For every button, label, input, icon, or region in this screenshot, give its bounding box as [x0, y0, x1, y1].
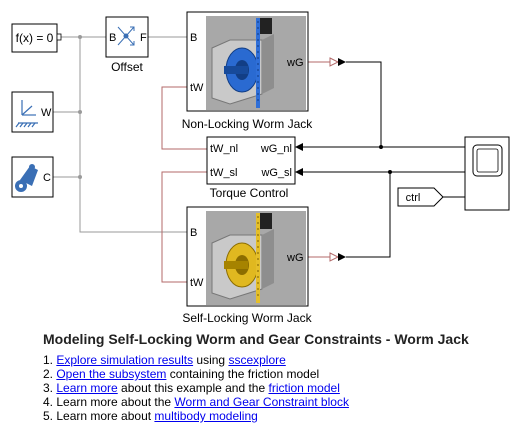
svg-text:f(x) = 0: f(x) = 0: [16, 31, 54, 45]
sscexplore-link[interactable]: sscexplore: [228, 353, 286, 367]
offset-label: Offset: [111, 60, 143, 74]
worm-jack-yellow-image: [211, 213, 274, 303]
scope-block[interactable]: [460, 136, 510, 211]
documentation-panel: Modeling Self-Locking Worm and Gear Cons…: [43, 331, 513, 423]
page-title: Modeling Self-Locking Worm and Gear Cons…: [43, 331, 469, 347]
friction-model-link[interactable]: friction model: [268, 381, 340, 395]
explore-results-link[interactable]: Explore simulation results: [56, 353, 194, 367]
open-subsystem-link[interactable]: Open the subsystem: [56, 367, 167, 381]
worm-gear-block-link[interactable]: Worm and Gear Constraint block: [174, 395, 349, 409]
list-item: 1. Explore simulation results using ssce…: [43, 353, 286, 367]
line-wg-sl-to-scope: [346, 171, 465, 258]
svg-text:tW_nl: tW_nl: [210, 143, 238, 155]
torque-control-label: Torque Control: [210, 186, 289, 200]
nonlocking-label: Non-Locking Worm Jack: [182, 117, 313, 131]
instruction-list: 1. Explore simulation results using ssce…: [43, 353, 513, 423]
list-item: 4. Learn more about the Worm and Gear Co…: [43, 395, 349, 409]
svg-text:C: C: [43, 172, 51, 184]
selflocking-label: Self-Locking Worm Jack: [182, 311, 312, 325]
svg-text:F: F: [140, 32, 147, 44]
junction-dots: [78, 35, 392, 179]
world-frame-block[interactable]: W: [11, 91, 54, 133]
svg-text:wG: wG: [286, 252, 304, 264]
svg-text:wG: wG: [286, 57, 304, 69]
list-item: 5. Learn more about multibody modeling: [43, 409, 258, 423]
simulink-diagram: f(x) = 0 B F Offset W: [11, 11, 510, 325]
svg-text:W: W: [41, 107, 52, 119]
transform-icon: [117, 26, 135, 46]
ps-simulink-converter-nl[interactable]: [329, 57, 346, 67]
list-item: 2. Open the subsystem containing the fri…: [43, 367, 320, 381]
svg-text:tW: tW: [190, 277, 204, 289]
world-frame-icon: [15, 100, 38, 128]
svg-text:B: B: [109, 32, 116, 44]
svg-text:B: B: [190, 227, 197, 239]
torque-control-subsystem[interactable]: tW_nl tW_sl wG_nl wG_sl Torque Control: [206, 136, 296, 200]
offset-transform-block[interactable]: B F Offset: [105, 16, 149, 74]
svg-text:ctrl: ctrl: [406, 192, 421, 204]
constant-block[interactable]: f(x) = 0: [11, 23, 62, 53]
selflocking-worm-jack-block[interactable]: B tW wG Self-Locking Worm Jack: [182, 206, 313, 325]
robot-arm-icon: [15, 164, 38, 192]
svg-text:B: B: [190, 32, 197, 44]
list-item: 3. Learn more about this example and the…: [43, 381, 340, 395]
ctrl-from-tag[interactable]: ctrl: [397, 187, 444, 207]
line-wg-nl-to-scope: [346, 61, 465, 148]
line-bus-to-selflocking: [79, 37, 187, 233]
worm-jack-blue-image: [211, 18, 274, 108]
line-torque-to-selflocking-tw: [161, 171, 207, 283]
ps-simulink-converter-sl[interactable]: [329, 252, 346, 262]
scope-icon: [472, 144, 503, 177]
learn-more-link[interactable]: Learn more: [56, 381, 118, 395]
line-torque-to-nonlocking-tw: [161, 86, 207, 150]
svg-text:tW: tW: [190, 82, 204, 94]
multibody-modeling-link[interactable]: multibody modeling: [154, 409, 258, 423]
svg-text:tW_sl: tW_sl: [210, 167, 238, 179]
mechanism-configuration-block[interactable]: C: [11, 156, 54, 198]
svg-text:wG_sl: wG_sl: [260, 167, 292, 179]
svg-text:wG_nl: wG_nl: [260, 143, 292, 155]
nonlocking-worm-jack-block[interactable]: B tW wG Non-Locking Worm Jack: [182, 11, 313, 131]
